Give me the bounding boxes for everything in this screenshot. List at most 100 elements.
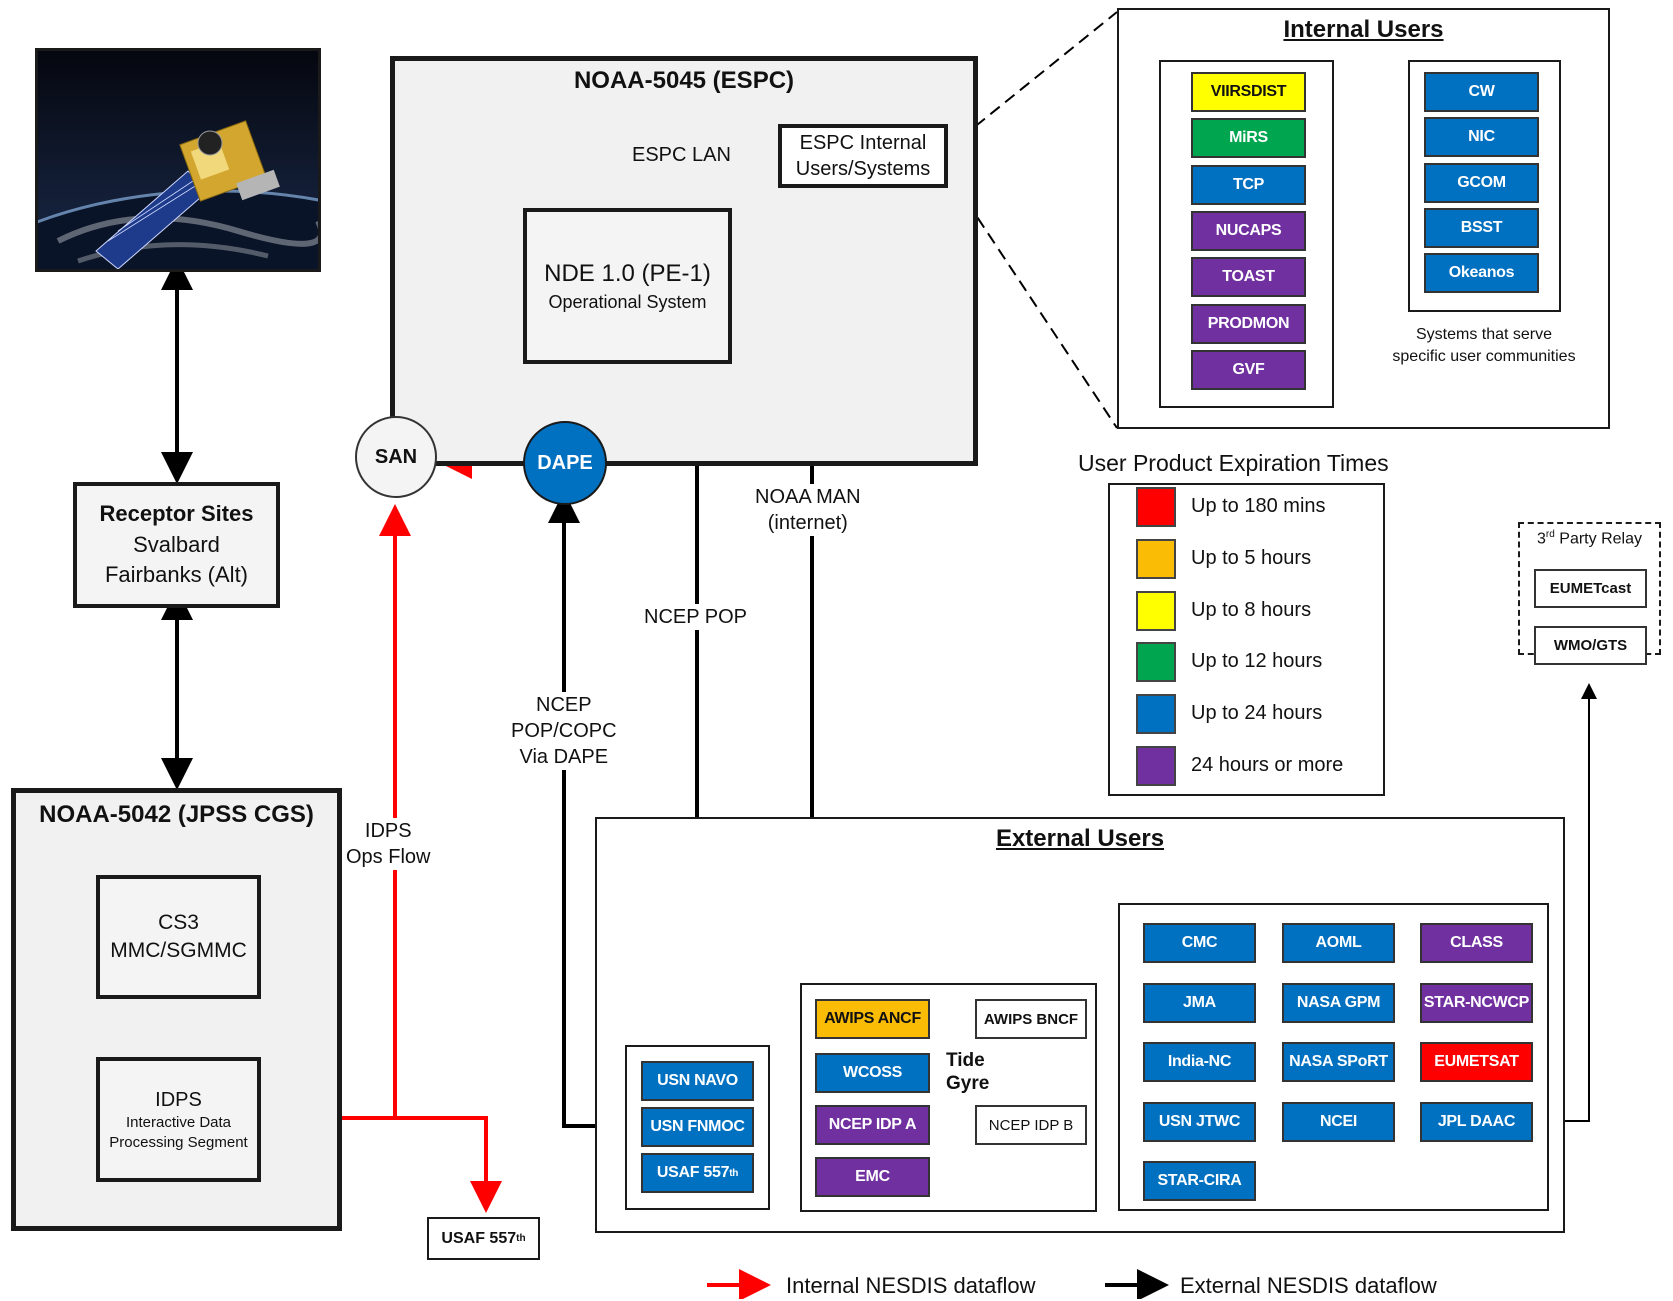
legend-internal-label: Internal NESDIS dataflow (786, 1273, 1036, 1298)
user-gvf: GVF (1191, 349, 1306, 390)
relay-title-post: Party Relay (1554, 530, 1642, 548)
user-usn-navo: USN NAVO (641, 1061, 754, 1101)
ncep-copc-line1: NCEP (536, 694, 592, 716)
user-label: USN FNMOC (650, 1118, 745, 1135)
cs3-line1: CS3 (158, 910, 199, 934)
user-label: CLASS (1450, 934, 1503, 951)
user-nasa-gpm: NASA GPM (1282, 982, 1395, 1023)
user-label: BSST (1460, 218, 1503, 236)
ncep-pop-copc-label: NCEP POP/COPC Via DAPE (511, 692, 617, 770)
user-label: PRODMON (1207, 314, 1290, 332)
external-users-title: External Users (995, 825, 1165, 852)
internal-users-left-group (1159, 60, 1334, 408)
cs3-box: CS3 MMC/SGMMC (96, 875, 261, 999)
san-node: SAN (355, 416, 437, 498)
awips-bncf: AWIPS BNCF (975, 999, 1087, 1039)
emc: EMC (815, 1157, 930, 1197)
satellite-in-orbit-image (38, 51, 318, 269)
gyre-label: Gyre (946, 1072, 990, 1094)
user-nic: NIC (1424, 117, 1539, 158)
receptor-line2: Fairbanks (Alt) (104, 562, 249, 588)
noaa-man-line2: (internet) (767, 512, 848, 534)
user-gcom: GCOM (1424, 162, 1539, 203)
noaa-man-line1: NOAA MAN (755, 486, 861, 508)
user-india-nc: India-NC (1143, 1042, 1256, 1082)
user-okeanos: Okeanos (1424, 253, 1539, 294)
user-label: USAF 557 (656, 1164, 730, 1181)
jpss-title: NOAA-5042 (JPSS CGS) (39, 801, 314, 828)
user-cw: CW (1424, 72, 1539, 112)
relay-title: 3rd Party Relay (1520, 528, 1659, 550)
user-label: EUMETSAT (1434, 1053, 1519, 1070)
idps-line2: Processing Segment (109, 1133, 248, 1151)
user-label: STAR-CIRA (1157, 1172, 1242, 1189)
user-eumetsat: EUMETSAT (1420, 1042, 1533, 1082)
expiration-title: User Product Expiration Times (1078, 450, 1389, 476)
user-prodmon: PRODMON (1191, 303, 1306, 344)
user-label: NUCAPS (1215, 221, 1282, 239)
espc-internal-box: ESPC Internal Users/Systems (778, 124, 948, 188)
relay-title-sup: rd (1545, 529, 1555, 540)
nde-subtitle: Operational System (548, 292, 707, 313)
user-label: NASA SPoRT (1289, 1053, 1388, 1070)
user-mirs: MiRS (1191, 118, 1306, 159)
user-label: CMC (1181, 934, 1218, 951)
idps-ops-flow-label: IDPS Ops Flow (346, 818, 431, 870)
relay-wmo-gts: WMO/GTS (1534, 626, 1647, 665)
expiration-legend-box (1108, 483, 1385, 796)
wcoss: WCOSS (815, 1053, 930, 1093)
nde-box: NDE 1.0 (PE-1) Operational System (523, 208, 732, 364)
cs3-line2: MMC/SGMMC (110, 939, 247, 962)
user-label: USN JTWC (1158, 1112, 1241, 1130)
note-line2: specific user communities (1392, 347, 1576, 365)
espc-title: NOAA-5045 (ESPC) (573, 67, 795, 94)
user-label: USN NAVO (657, 1072, 738, 1089)
internal-users-note: Systems that serve specific user communi… (1374, 324, 1594, 367)
ncep-copc-line3: Via DAPE (519, 746, 609, 768)
user-usn-jtwc: USN JTWC (1143, 1101, 1256, 1142)
tide-gyre-label: Tide Gyre (946, 1050, 989, 1096)
nde-title: NDE 1.0 (PE-1) (544, 259, 711, 287)
zoom-line-bottom (945, 169, 1118, 429)
user-star-ncwcp: STAR-NCWCP (1420, 982, 1533, 1023)
tide-label: Tide (946, 1050, 985, 1071)
ncep-pop-label: NCEP POP (644, 604, 747, 630)
espc-internal-line1: ESPC Internal (799, 132, 927, 154)
user-viirsdist: VIIRSDIST (1191, 72, 1306, 112)
jpss-cgs-box: NOAA-5042 (JPSS CGS) CS3 MMC/SGMMC IDPS … (11, 788, 342, 1231)
user-ncei: NCEI (1282, 1101, 1395, 1142)
espc-internal-line2: Users/Systems (795, 158, 931, 180)
ncep-copc-line2: POP/COPC (511, 720, 617, 742)
idps-ops-line1: IDPS (364, 820, 412, 842)
user-label: TOAST (1222, 268, 1275, 286)
receptor-line1: Svalbard (133, 531, 220, 557)
user-label: GCOM (1457, 173, 1506, 191)
user-usn-fnmoc: USN FNMOC (641, 1107, 754, 1147)
user-label: TCP (1232, 175, 1265, 193)
satellite-image (35, 48, 321, 272)
san-label: SAN (374, 445, 418, 468)
internal-users-title: Internal Users (1283, 16, 1444, 43)
user-label: STAR-NCWCP (1423, 993, 1530, 1011)
relay-eumetcast: EUMETcast (1534, 569, 1647, 608)
ncep-idp-b: NCEP IDP B (975, 1105, 1087, 1145)
usaf-557-sup: th (516, 1233, 526, 1244)
receptor-sites-box: Receptor Sites Svalbard Fairbanks (Alt) (73, 482, 280, 608)
user-bsst: BSST (1424, 207, 1539, 248)
user-toast: TOAST (1191, 257, 1306, 298)
user-label: NIC (1468, 128, 1495, 146)
swatch-yellow (1136, 590, 1176, 631)
user-label: AOML (1315, 934, 1362, 951)
user-nasa-sport: NASA SPoRT (1282, 1042, 1395, 1082)
internal-users-right-group (1408, 60, 1561, 312)
user-label: MiRS (1229, 129, 1268, 147)
usaf-557-label: USAF 557 (441, 1229, 517, 1247)
expiration-label: Up to 8 hours (1191, 598, 1312, 621)
user-aoml: AOML (1282, 923, 1395, 963)
swatch-purple (1136, 746, 1176, 786)
idps-ops-line2: Ops Flow (346, 846, 431, 868)
user-label: CW (1468, 83, 1495, 100)
dape-node: DAPE (523, 421, 607, 505)
